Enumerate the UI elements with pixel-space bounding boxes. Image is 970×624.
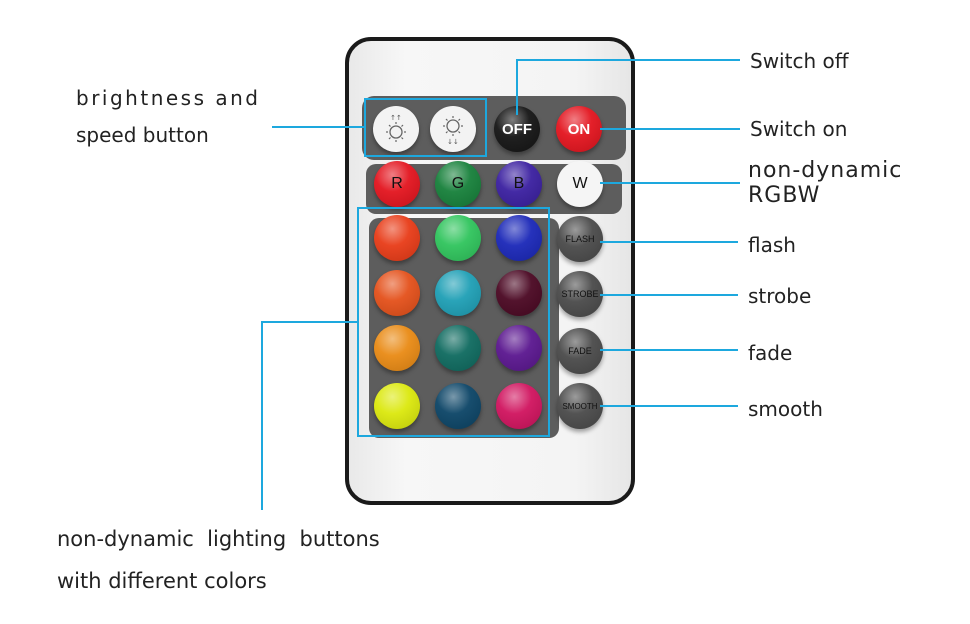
rgbw-label-line1: non-dynamic — [748, 158, 903, 183]
color-button-cyan[interactable] — [435, 270, 481, 316]
fade-button[interactable]: FADE — [557, 328, 603, 374]
smooth-button[interactable]: SMOOTH — [557, 383, 603, 429]
smooth-button-label: SMOOTH — [562, 401, 598, 411]
color-button-orange[interactable] — [374, 325, 420, 371]
strobe-button[interactable]: STROBE — [557, 271, 603, 317]
red-button-label: R — [391, 175, 403, 192]
color-button-magenta[interactable] — [496, 383, 542, 429]
blue-button-label: B — [513, 175, 525, 192]
brightness-down-button[interactable]: ↓↓ — [430, 106, 476, 152]
on-button[interactable]: ON — [556, 106, 602, 152]
color-button-green[interactable] — [435, 215, 481, 261]
lighting-label-line2: with different colors — [57, 569, 267, 593]
strobe-button-label: STROBE — [561, 289, 599, 299]
switch-off-label: Switch off — [750, 49, 849, 73]
brightness-up-button[interactable]: ↑↑ — [373, 106, 419, 152]
green-button-label: G — [451, 175, 465, 192]
lighting-callout-line — [261, 321, 358, 510]
color-button-red-orange[interactable] — [374, 215, 420, 261]
color-button-dark-maroon[interactable] — [496, 270, 542, 316]
color-button-orange-red[interactable] — [374, 270, 420, 316]
flash-button-label: FLASH — [565, 234, 595, 244]
green-button[interactable]: G — [435, 161, 481, 207]
flash-button[interactable]: FLASH — [557, 216, 603, 262]
white-button-label: W — [572, 175, 588, 192]
color-button-teal[interactable] — [435, 325, 481, 371]
svg-text:↑↑: ↑↑ — [390, 114, 402, 122]
lighting-label-line1: non-dynamic lighting buttons — [57, 527, 380, 551]
rgbw-label-line2: RGBW — [748, 183, 821, 208]
color-button-purple[interactable] — [496, 325, 542, 371]
fade-label: fade — [748, 341, 793, 365]
brightness-up-icon: ↑↑ — [386, 114, 406, 142]
blue-button[interactable]: B — [496, 161, 542, 207]
switch-on-label: Switch on — [750, 117, 848, 141]
color-button-navy[interactable] — [435, 383, 481, 429]
fade-button-label: FADE — [568, 346, 592, 356]
red-button[interactable]: R — [374, 161, 420, 207]
smooth-label: smooth — [748, 397, 823, 421]
brightness-label-line2: speed button — [76, 123, 209, 147]
on-button-label: ON — [567, 120, 591, 138]
brightness-label-line1: brightness and — [76, 86, 261, 110]
color-button-yellow[interactable] — [374, 383, 420, 429]
white-button[interactable]: W — [557, 161, 603, 207]
flash-label: flash — [748, 233, 796, 257]
svg-text:↓↓: ↓↓ — [447, 138, 459, 146]
color-button-blue[interactable] — [496, 215, 542, 261]
brightness-down-icon: ↓↓ — [443, 116, 463, 146]
strobe-label: strobe — [748, 284, 812, 308]
off-button-label: OFF — [502, 120, 532, 138]
off-button[interactable]: OFF — [494, 106, 540, 152]
